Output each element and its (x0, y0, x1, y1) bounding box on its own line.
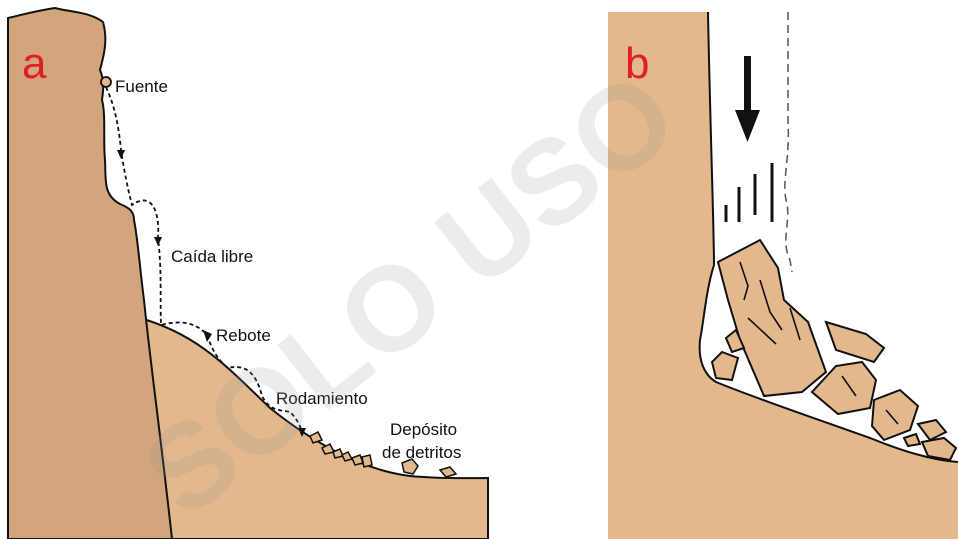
debris-rock (362, 455, 372, 467)
rock-block (712, 352, 738, 380)
label-free-fall: Caída libre (171, 247, 253, 266)
arrowhead-icon (203, 330, 212, 342)
source-rock-icon (101, 77, 111, 87)
detachment-line (785, 12, 792, 272)
label-source: Fuente (115, 77, 168, 96)
debris-rock (440, 467, 456, 477)
rock-block (872, 390, 918, 440)
rock-block (904, 434, 920, 446)
label-debris-line2: de detritos (382, 443, 461, 462)
label-debris-line1: Depósito (390, 420, 457, 439)
debris-rock (342, 452, 352, 461)
panel-a-letter: a (22, 39, 47, 88)
arrowhead-icon (117, 150, 125, 159)
panel-b: b (608, 12, 958, 539)
rock-block (826, 322, 884, 362)
arrowhead-icon (154, 237, 162, 246)
fall-motion-lines-icon (726, 163, 772, 222)
down-arrow-icon (735, 56, 760, 142)
rock-block (918, 420, 946, 440)
panel-b-cliff (608, 12, 958, 539)
